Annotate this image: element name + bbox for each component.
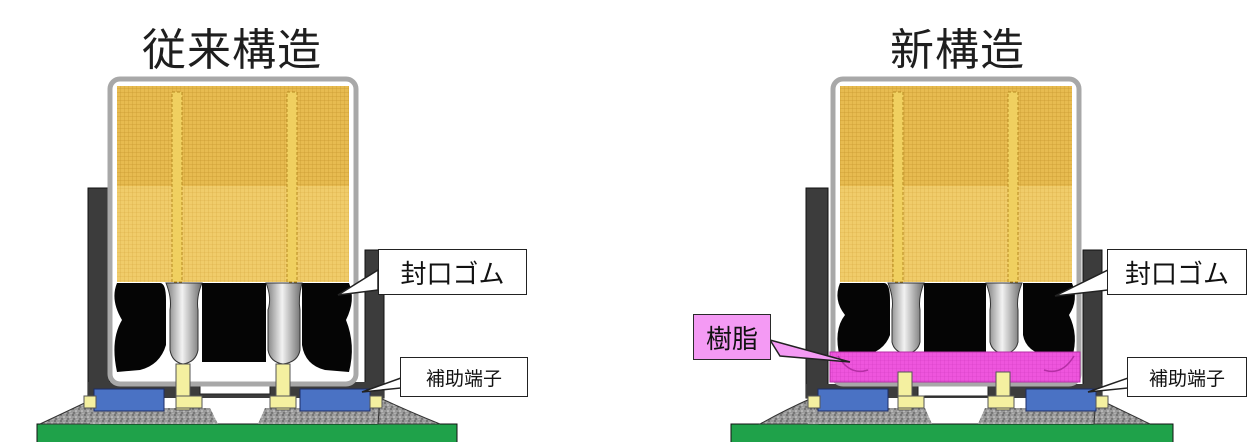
solder-fillet	[978, 408, 1108, 424]
lead-wire	[165, 282, 203, 365]
outer-sleeve	[805, 187, 829, 399]
capacitor-element	[117, 86, 349, 186]
seal-rubber-callout-new: 封口ゴム	[1107, 249, 1247, 295]
outer-sleeve	[87, 187, 111, 399]
seal-rubber	[924, 283, 986, 352]
seal-rubber-callout: 封口ゴム	[378, 249, 527, 295]
seal-rubber	[837, 283, 890, 358]
lead-leg	[987, 395, 1015, 409]
callout-pointer	[768, 338, 851, 363]
lead-tab	[892, 91, 904, 283]
resin-callout: 樹脂	[693, 314, 771, 360]
pcb-board	[730, 423, 1174, 446]
pcb-board	[36, 423, 458, 446]
solder-fillet	[90, 408, 218, 424]
new-structure-title: 新構造	[890, 25, 1025, 76]
seal-rubber	[1023, 283, 1075, 358]
lead-tab	[286, 91, 298, 283]
seal-rubber	[202, 283, 266, 362]
auxiliary-terminal	[93, 388, 165, 412]
resin-layer	[829, 351, 1081, 383]
seal-rubber	[114, 283, 166, 372]
conventional-structure-title: 従来構造	[142, 25, 322, 76]
terminal-tab	[807, 395, 821, 409]
auxiliary-terminal-callout: 補助端子	[400, 357, 528, 397]
lead-tab	[171, 91, 183, 283]
auxiliary-terminal	[299, 388, 371, 412]
terminal-tab	[1095, 395, 1109, 409]
lead-wire	[887, 282, 925, 355]
capacitor-element	[117, 186, 349, 282]
lead-leg	[897, 395, 925, 409]
capacitor-element	[840, 86, 1072, 186]
solder-fillet	[258, 408, 392, 424]
resin-layer	[1043, 355, 1075, 373]
outer-sleeve	[1082, 249, 1103, 399]
lead-leg	[269, 395, 297, 409]
conventional-structure	[36, 76, 458, 446]
solder-fillet	[808, 408, 932, 424]
auxiliary-terminal	[817, 388, 889, 412]
capacitor-element	[840, 186, 1072, 282]
lead-wire	[985, 282, 1023, 355]
lead-leg	[175, 395, 203, 409]
seal-rubber	[302, 283, 352, 372]
terminal-tab	[369, 395, 383, 409]
auxiliary-terminal-callout-new: 補助端子	[1127, 357, 1247, 397]
auxiliary-terminal	[1025, 388, 1097, 412]
terminal-tab	[83, 395, 97, 409]
lead-wire	[265, 282, 303, 365]
lead-tab	[1007, 91, 1019, 283]
solder-fillet	[377, 397, 441, 425]
new-structure	[730, 76, 1174, 446]
